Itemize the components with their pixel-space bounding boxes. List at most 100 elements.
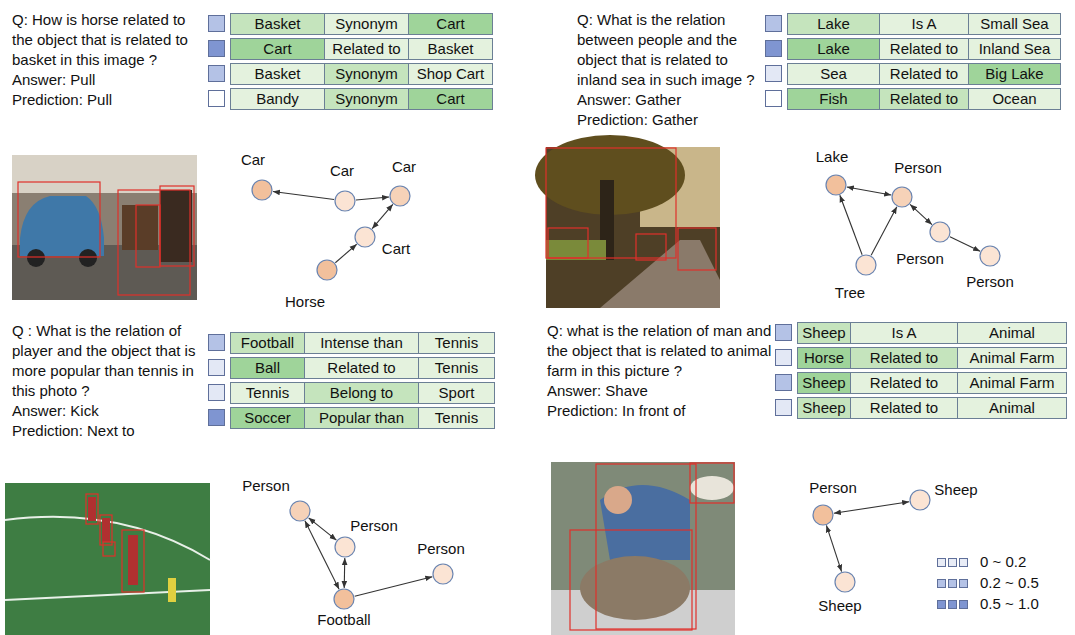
- swatch-square: [959, 558, 968, 567]
- graph-edge: [372, 204, 393, 228]
- cell-text: Cart: [263, 40, 291, 57]
- node-label: Person: [809, 479, 857, 497]
- node-shape: [891, 186, 913, 208]
- cell-text: Lake: [817, 40, 850, 57]
- bbox: [548, 228, 588, 258]
- question-block: Q: what is the relation of man and the o…: [547, 321, 775, 421]
- table-cell: Related to: [324, 38, 409, 60]
- table-cell: Intense than: [304, 332, 419, 354]
- table-cell: Related to: [879, 38, 969, 60]
- table-cell: Animal Farm: [957, 372, 1067, 394]
- photo-player: [102, 518, 110, 542]
- photo-man: [600, 485, 690, 560]
- node-circle: [892, 187, 912, 207]
- cell-text: Basket: [255, 15, 301, 32]
- cell-text: Cart: [436, 90, 464, 107]
- graph-edge: [834, 502, 909, 514]
- node-shape: [334, 536, 356, 558]
- cell-text: Basket: [255, 65, 301, 82]
- photo-player: [168, 578, 176, 602]
- graph-node: Person: [289, 500, 311, 522]
- graph-node: Tree: [855, 254, 877, 276]
- cell-text: Lake: [817, 15, 850, 32]
- photo-car: [20, 196, 104, 256]
- graph-node: Car: [251, 179, 273, 201]
- node-shape: [834, 571, 856, 593]
- photo-horse: [122, 205, 158, 250]
- node-shape: [432, 563, 454, 585]
- cell-text: Ball: [255, 359, 280, 376]
- attention-indicator: [208, 65, 225, 82]
- swatch-square: [937, 579, 946, 588]
- cell-text: Shop Cart: [417, 65, 485, 82]
- table-cell: Sheep: [797, 397, 851, 419]
- cell-text: Animal: [989, 399, 1035, 416]
- node-label: Cart: [382, 240, 410, 258]
- cell-text: Tennis: [246, 384, 289, 401]
- attention-indicator: [765, 15, 782, 32]
- node-shape: [979, 245, 1001, 267]
- graph-node: Person: [432, 563, 454, 585]
- node-circle: [835, 572, 855, 592]
- node-label: Football: [317, 611, 370, 629]
- answer-text: Answer: Pull: [12, 70, 202, 90]
- node-shape: [855, 254, 877, 276]
- cell-text: Synonym: [335, 65, 398, 82]
- graph-edge: [826, 525, 841, 571]
- graph-edge: [344, 558, 346, 588]
- table-cell: Lake: [787, 13, 880, 35]
- cell-text: Related to: [870, 349, 938, 366]
- photo-cart: [160, 190, 192, 262]
- table-cell: Basket: [408, 38, 493, 60]
- graph-node: Lake: [825, 174, 847, 196]
- question-text: Q: what is the relation of man and the o…: [547, 321, 775, 381]
- graph-node: Person: [812, 504, 834, 526]
- question-text: Q: What is the relation between people a…: [577, 10, 765, 90]
- photo-sky: [12, 155, 197, 193]
- question-block: Q: What is the relation between people a…: [577, 10, 765, 130]
- node-circle: [290, 501, 310, 521]
- table-cell: Cart: [408, 13, 493, 35]
- photo-pitch-line: [5, 517, 210, 560]
- graph-node: Person: [891, 186, 913, 208]
- cell-text: Is A: [911, 15, 936, 32]
- table-cell: Related to: [850, 347, 958, 369]
- node-label: Car: [330, 162, 354, 180]
- cell-text: Related to: [890, 65, 958, 82]
- bbox: [596, 464, 696, 629]
- node-shape: [354, 226, 376, 248]
- graph-edge: [305, 521, 339, 589]
- cell-text: Sheep: [802, 399, 845, 416]
- attention-indicator: [208, 359, 225, 376]
- table-cell: Animal Farm: [957, 347, 1067, 369]
- table-cell: Basket: [230, 13, 325, 35]
- node-shape: [825, 174, 847, 196]
- cell-text: Related to: [890, 90, 958, 107]
- attention-indicator: [775, 324, 792, 341]
- node-circle: [335, 537, 355, 557]
- node-label: Tree: [835, 284, 865, 302]
- cell-text: Sea: [820, 65, 847, 82]
- node-circle: [335, 191, 355, 211]
- cell-text: Big Lake: [985, 65, 1043, 82]
- cell-text: Related to: [870, 374, 938, 391]
- table-cell: Popular than: [304, 407, 419, 429]
- cell-text: Tennis: [435, 359, 478, 376]
- prediction-text: Prediction: Next to: [12, 421, 207, 441]
- graph-edge: [273, 191, 334, 199]
- table-cell: Sheep: [797, 322, 851, 344]
- table-cell: Bandy: [230, 88, 325, 110]
- table-cell: Related to: [304, 357, 419, 379]
- cell-text: Animal Farm: [969, 374, 1054, 391]
- node-label: Sheep: [934, 481, 977, 499]
- node-circle: [252, 180, 272, 200]
- bbox: [570, 530, 692, 630]
- node-shape: [251, 179, 273, 201]
- graph-node: Car: [389, 185, 411, 207]
- node-label: Person: [242, 477, 290, 495]
- prediction-text: Prediction: In front of: [547, 401, 775, 421]
- table-cell: Inland Sea: [968, 38, 1061, 60]
- bbox: [678, 228, 716, 270]
- cell-text: Related to: [890, 40, 958, 57]
